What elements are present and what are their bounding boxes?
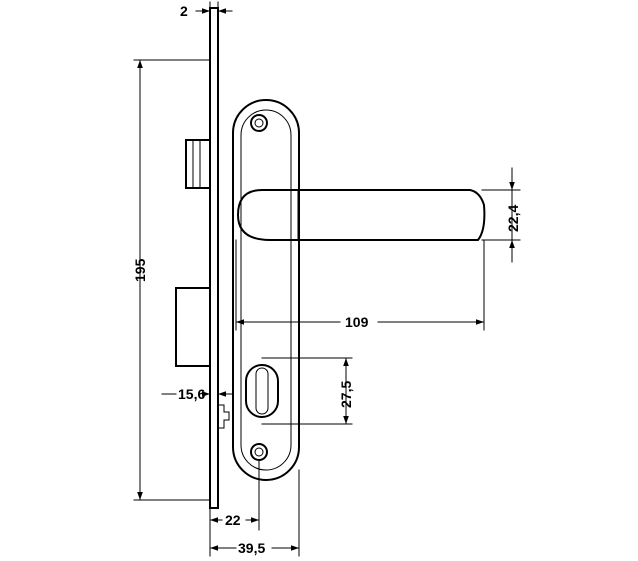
dim-backset-offset: 15,6 (161, 379, 233, 405)
top-screw-icon (250, 114, 268, 132)
keyhole-icon (245, 364, 279, 418)
dim-label-cylinder-height: 27,5 (338, 381, 354, 408)
dim-label-backset-offset: 15,6 (178, 386, 205, 402)
dim-label-handle-thickness: 22,4 (505, 205, 521, 232)
dim-cylinder-height: 27,5 (261, 357, 354, 425)
dim-label-handle-length: 109 (345, 314, 369, 330)
dim-label-keyhole-offset: 22 (225, 512, 241, 528)
faceplate (209, 7, 219, 509)
bottom-screw-icon (250, 443, 268, 461)
latch-block (185, 139, 211, 189)
lock-body (175, 7, 230, 509)
dim-handle-length: 109 (235, 239, 485, 331)
door-handle (236, 189, 486, 241)
dim-keyhole-offset: 22 (209, 459, 260, 531)
dim-total-height: 195 (132, 59, 211, 501)
dim-handle-thickness: 22,4 (481, 167, 521, 263)
dim-plate-depth: 39,5 (209, 469, 300, 557)
bolt-block (175, 287, 211, 367)
escutcheon-plate (232, 99, 300, 481)
dim-label-plate-depth: 39,5 (238, 540, 265, 556)
dim-label-total-height: 195 (132, 258, 148, 282)
notch (217, 404, 230, 429)
dim-label-top-thickness: 2 (180, 3, 188, 19)
dim-top-thickness: 2 (180, 1, 233, 21)
